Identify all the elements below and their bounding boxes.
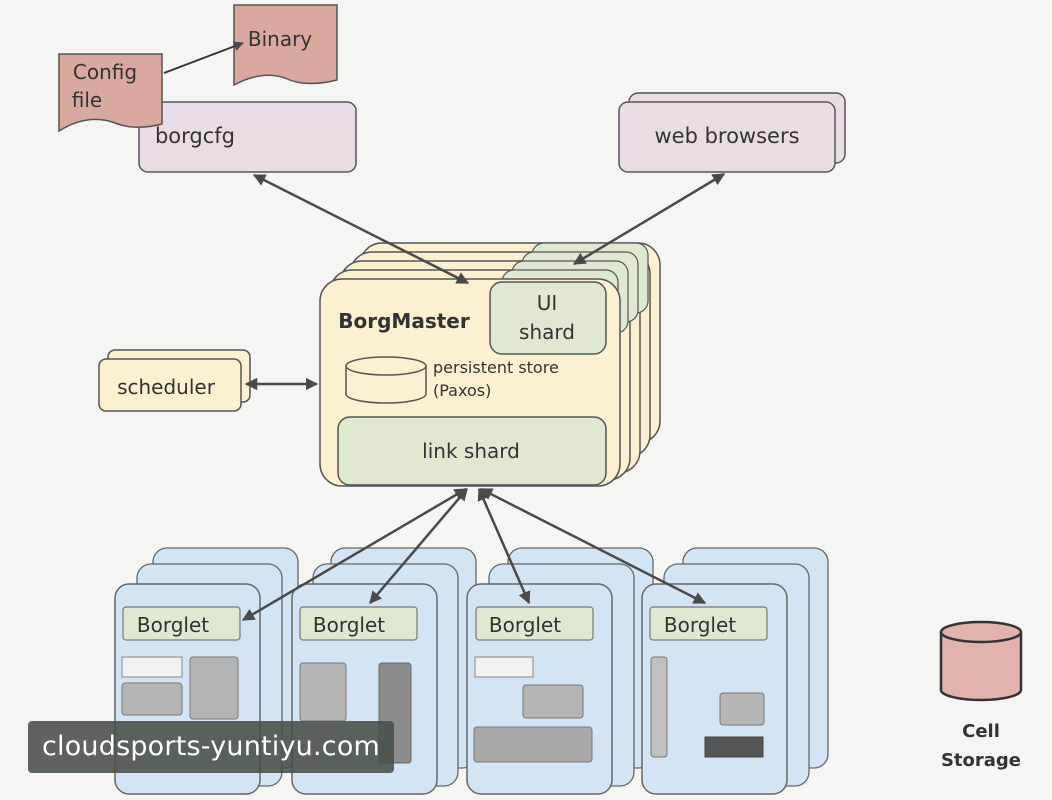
persistent-store-label-line1: persistent store [433, 358, 559, 377]
ui-shard-label-line1: UI [537, 291, 558, 315]
config-to-binary-arrow [163, 41, 244, 74]
ui-shard-label-line2: shard [519, 320, 575, 344]
browsers-ui-shard-arrow [572, 172, 726, 266]
link-shard-label: link shard [422, 439, 520, 463]
borglet-1-label: Borglet [137, 613, 209, 637]
cell-storage-label-line1: Cell [962, 721, 1000, 742]
borgmaster-label: BorgMaster [338, 309, 470, 333]
borgcfg-borgmaster-arrow [252, 173, 470, 285]
linkshard-borglet2-arrow [369, 488, 468, 604]
linkshard-borglet4-arrow [479, 487, 707, 605]
cell-storage: Cell Storage [939, 620, 1023, 771]
connections [241, 172, 726, 622]
binary-document: Binary [233, 4, 338, 87]
cell-storage-cylinder-icon [939, 620, 1023, 644]
binary-label: Binary [248, 27, 312, 51]
borglet-group-3: Borglet [466, 547, 654, 795]
config-file-document: Config file [58, 53, 163, 133]
cell-storage-label-line2: Storage [941, 750, 1021, 771]
scheduler-label: scheduler [117, 375, 216, 399]
persistent-store: persistent store (Paxos) [345, 356, 559, 404]
scheduler-box: scheduler [98, 349, 251, 412]
borgcfg-box: borgcfg [138, 101, 357, 173]
web-browsers-label: web browsers [654, 124, 799, 148]
borglet-3-label: Borglet [489, 613, 561, 637]
borglet-group-4: Borglet [641, 547, 829, 795]
watermark-banner: cloudsports-yuntiyu.com [28, 721, 394, 773]
borgcfg-label: borgcfg [155, 124, 235, 148]
config-label-line1: Config [73, 60, 137, 84]
borglet-4-label: Borglet [664, 613, 736, 637]
config-label-line2: file [72, 88, 102, 112]
borglet-2-label: Borglet [313, 613, 385, 637]
persistent-store-cylinder-icon [345, 356, 427, 376]
link-shard-box: link shard [337, 416, 607, 486]
ui-shard-box: UI shard [489, 281, 607, 355]
persistent-store-label-line2: (Paxos) [433, 381, 491, 400]
web-browsers-box: web browsers [618, 92, 846, 173]
